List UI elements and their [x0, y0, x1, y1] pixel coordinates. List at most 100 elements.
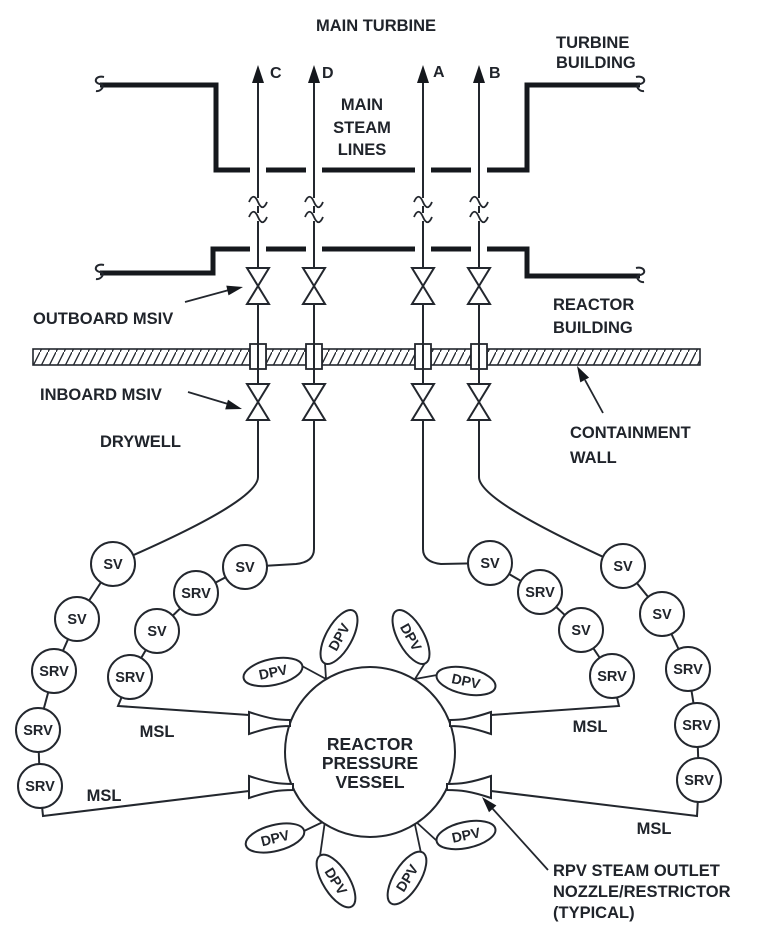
pointer-arrows	[184, 285, 604, 871]
turbine-building-label: TURBINE BUILDING	[556, 34, 636, 72]
valve-node-label: SRV	[25, 779, 55, 795]
reactor-pressure-vessel	[284, 666, 456, 838]
pipe-break-icons	[248, 195, 489, 224]
containment-wall-segment	[265, 348, 307, 366]
dpv-node: DPV	[242, 656, 304, 688]
main-steam-line-runs	[248, 65, 489, 420]
valve-node-label: SRV	[673, 662, 703, 678]
dpv-stem	[414, 662, 426, 680]
dpv-stem	[319, 820, 326, 857]
outboard-msiv-label: OUTBOARD MSIV	[33, 310, 173, 328]
valve-node-label: SV	[652, 607, 672, 623]
nozzle-note-line: (TYPICAL)	[553, 904, 635, 922]
valve-body	[301, 383, 327, 404]
valve-body	[410, 400, 436, 421]
valve-body	[466, 400, 492, 421]
rpv-label-line: VESSEL	[335, 772, 404, 792]
main-steam-lines-label-line: STEAM	[333, 119, 391, 137]
valve-node-label: SRV	[23, 723, 53, 739]
rpv-label-line: PRESSURE	[322, 753, 418, 773]
valve-node: SV	[54, 596, 100, 642]
containment-wall-segment	[430, 348, 472, 366]
inboard-msiv-valve-c	[245, 383, 271, 421]
dpv-node: DPV	[244, 822, 306, 854]
valve-body	[410, 284, 436, 305]
dpv-node-label: DPV	[259, 827, 291, 850]
valve-body	[466, 383, 492, 404]
valve-node: SV	[467, 540, 513, 586]
flow-arrow-icon	[308, 65, 320, 83]
reactor-building-label: REACTOR BUILDING	[553, 296, 634, 337]
dpv-node: DPV	[319, 609, 359, 665]
valve-body	[245, 267, 271, 288]
msl-label-c: MSL	[87, 787, 122, 805]
inboard-msiv-pointer	[187, 391, 242, 410]
pointer-arrowhead-icon	[577, 366, 590, 383]
dpv-stem	[413, 819, 438, 842]
valve-node: SRV	[173, 570, 219, 616]
valve-node: SRV	[31, 648, 77, 694]
wall-break-end-icon	[635, 266, 646, 284]
valve-node-label: SRV	[115, 670, 145, 686]
dpv-node: DPV	[386, 850, 428, 906]
pipe-break-icon	[469, 210, 489, 224]
valve-node-label: SV	[67, 612, 87, 628]
valve-body	[410, 383, 436, 404]
main-steam-lines-label-line: MAIN	[341, 96, 383, 114]
containment-wall-band	[32, 343, 701, 370]
nozzle-note-line: RPV STEAM OUTLET	[553, 862, 720, 880]
valve-node: SRV	[107, 654, 153, 700]
valve-chain-d: SV SRV SV SRV	[107, 544, 268, 700]
nozzle-note-line: NOZZLE/RESTRICTOR	[553, 883, 731, 901]
outboard-msiv-valve-a	[410, 267, 436, 305]
outboard-msiv-valve-c	[245, 267, 271, 305]
rpv-label-line: REACTOR	[327, 734, 414, 754]
valve-node: SV	[134, 608, 180, 654]
valve-node: SRV	[589, 653, 635, 699]
valve-body	[301, 284, 327, 305]
valve-chain-c: SV SV SRV SRV SRV	[15, 541, 136, 809]
valve-node: SV	[558, 607, 604, 653]
pointer-arrowhead-icon	[482, 797, 497, 813]
valve-body	[301, 267, 327, 288]
main-turbine-label: MAIN TURBINE	[316, 17, 436, 35]
flow-arrow-icon	[473, 65, 485, 83]
msl-label-d: MSL	[140, 723, 175, 741]
steam-line-id-d: D	[322, 65, 334, 82]
valve-body	[301, 400, 327, 421]
valve-body	[466, 284, 492, 305]
valve-node-label: SV	[103, 557, 123, 573]
inboard-msiv-valve-a	[410, 383, 436, 421]
valve-node-label: SRV	[682, 718, 712, 734]
dpv-node-label: DPV	[257, 661, 289, 683]
valve-chain-a: SV SRV SV SRV	[467, 540, 635, 699]
valve-node-label: SRV	[525, 585, 555, 601]
outboard-msiv-valve-d	[301, 267, 327, 305]
msl-label-a: MSL	[573, 718, 608, 736]
valve-body	[466, 267, 492, 288]
valve-node: SRV	[517, 569, 563, 615]
valve-node: SRV	[665, 646, 711, 692]
valve-node-label: SV	[571, 623, 591, 639]
flow-arrow-icon	[417, 65, 429, 83]
pipe-break-icon	[304, 195, 324, 209]
valve-node-label: SV	[480, 556, 500, 572]
msl-label-b: MSL	[637, 820, 672, 838]
flow-arrow-icon	[252, 65, 264, 83]
dpv-node: DPV	[435, 665, 497, 697]
reactor-building-label-line: BUILDING	[553, 319, 633, 337]
turbine-building-label-line: BUILDING	[556, 54, 636, 72]
dpv-node-label: DPV	[450, 824, 482, 846]
pointer-line	[491, 807, 549, 871]
inboard-msiv-label: INBOARD MSIV	[40, 386, 162, 404]
inboard-msiv-valve-d	[301, 383, 327, 421]
reactor-building-label-line: REACTOR	[553, 296, 634, 314]
main-steam-lines-label: MAIN STEAM LINES	[333, 96, 391, 159]
steam-line-id-a: A	[433, 64, 445, 81]
wall-break-end-icon	[635, 75, 646, 93]
dpv-node-label: DPV	[450, 670, 482, 692]
pointer-line	[584, 379, 604, 414]
valve-chain-b: SV SV SRV SRV SRV	[600, 543, 722, 803]
pointer-arrowhead-icon	[225, 399, 242, 410]
